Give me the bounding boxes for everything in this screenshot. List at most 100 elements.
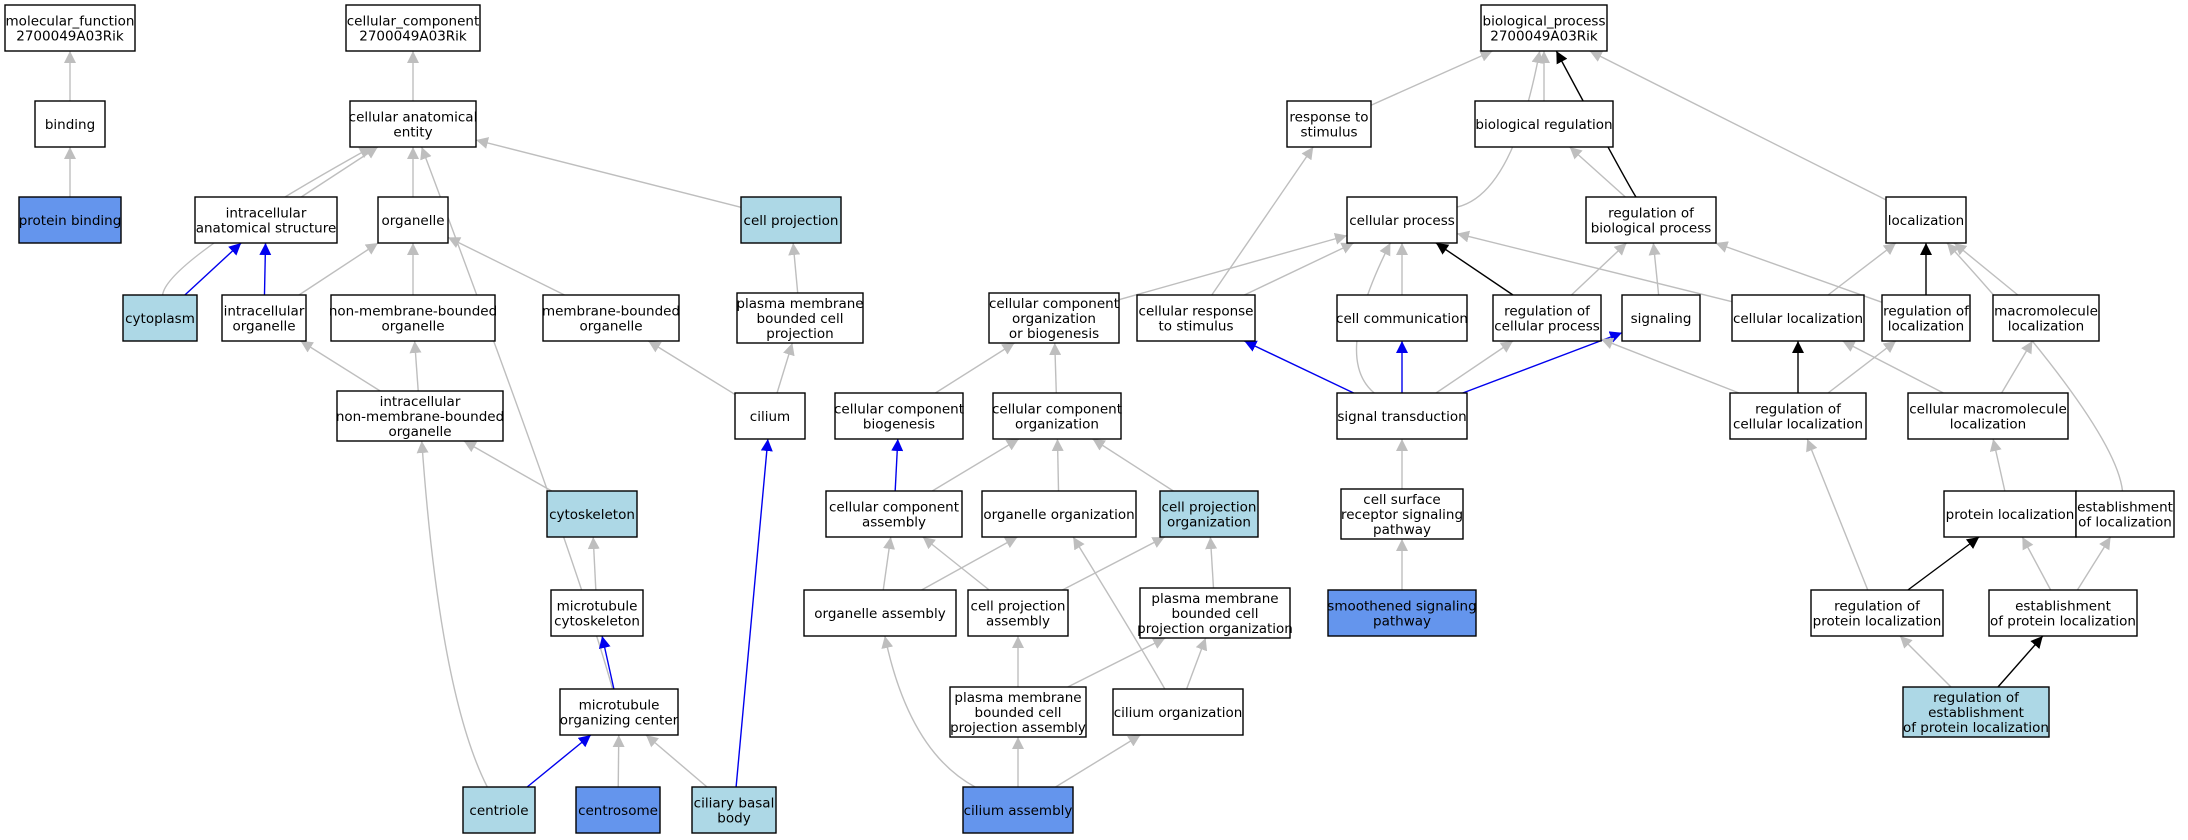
node-label: signaling <box>1631 311 1692 327</box>
edge-cporg-to-ccorg <box>1092 438 1174 492</box>
go-term-node-sigtrans[interactable]: signal transduction <box>1336 392 1468 440</box>
edge-orgasm-to-ccasm <box>882 536 896 591</box>
node-label: centriole <box>469 803 528 819</box>
go-term-node-ciliasm[interactable]: cilium assembly <box>962 786 1074 834</box>
go-term-node-cilium[interactable]: cilium <box>734 392 806 440</box>
node-label: response to <box>1289 110 1368 126</box>
node-box <box>550 589 644 637</box>
node-box <box>1336 294 1468 342</box>
node-label: localization <box>2008 319 2084 335</box>
go-term-node-centriole[interactable]: centriole <box>462 786 536 834</box>
edge-ccbio-to-ccob <box>935 342 1015 394</box>
node-label: organization <box>1012 311 1096 327</box>
edge-inmbo-to-nmbo <box>409 340 422 392</box>
edge-regcp-to-cellproc <box>1435 242 1514 296</box>
node-label: regulation of <box>1755 402 1842 418</box>
go-term-node-binding[interactable]: binding <box>34 100 106 148</box>
node-box <box>18 196 122 244</box>
go-term-node-protbind[interactable]: protein binding <box>18 196 122 244</box>
node-label: regulation of <box>1504 304 1591 320</box>
edge-sigtrans-to-crs <box>1244 340 1354 394</box>
edge-estpl-to-protloc <box>2021 536 2052 591</box>
go-term-node-inmbo[interactable]: intracellularnon-membrane-boundedorganel… <box>336 390 504 442</box>
node-label: bounded cell <box>975 705 1062 721</box>
go-term-node-cellproc[interactable]: cellular process <box>1346 196 1458 244</box>
node-label: organelle <box>381 213 444 229</box>
go-term-node-orgasm[interactable]: organelle assembly <box>803 589 957 637</box>
node-box <box>1159 490 1259 538</box>
node-label: to stimulus <box>1159 319 1234 335</box>
node-label: intracellular <box>226 206 307 222</box>
go-term-node-centrosome[interactable]: centrosome <box>575 786 661 834</box>
go-term-node-organelle[interactable]: organelle <box>377 196 449 244</box>
node-label: 2700049A03Rik <box>16 29 124 45</box>
node-box <box>981 490 1137 538</box>
edge-ias-to-cae <box>300 146 379 198</box>
go-term-node-cilorg[interactable]: cilium organization <box>1112 688 1244 736</box>
edge-cilorg-to-orgorg <box>1072 536 1166 690</box>
go-term-node-signaling[interactable]: signaling <box>1621 294 1701 342</box>
go-term-node-cellproj[interactable]: cell projection <box>740 196 842 244</box>
edge-cellproj-to-cae <box>475 137 742 208</box>
edge-cilium-to-pmbcp <box>776 342 795 394</box>
node-box <box>1943 490 2077 538</box>
node-label: cell communication <box>1336 311 1468 327</box>
node-label: non-membrane-bounded <box>336 409 504 425</box>
node-box <box>1346 196 1458 244</box>
node-box <box>1729 392 1867 440</box>
go-term-node-cytoplasm[interactable]: cytoplasm <box>122 294 198 342</box>
go-term-node-cellcomm[interactable]: cell communication <box>1336 294 1468 342</box>
go-term-node-local[interactable]: localization <box>1885 196 1967 244</box>
node-label: or biogenesis <box>1009 326 1099 342</box>
node-label: cilium <box>750 409 790 425</box>
node-label: organelle <box>232 319 295 335</box>
edge-mtoc-to-mtcyto <box>598 635 615 690</box>
go-term-node-orgorg[interactable]: organelle organization <box>981 490 1137 538</box>
go-term-node-protloc[interactable]: protein localization <box>1943 490 2077 538</box>
edge-cellproc-to-bp <box>1456 50 1544 208</box>
edge-protloc-to-cmacloc <box>1989 438 2006 492</box>
edge-regpl-to-protloc <box>1907 536 1980 591</box>
node-label: biogenesis <box>863 417 935 433</box>
go-term-node-cellloc[interactable]: cellular localization <box>1731 294 1865 342</box>
go-term-node-cytoskel[interactable]: cytoskeleton <box>546 490 638 538</box>
node-label: cellular localization <box>1733 417 1863 433</box>
go-term-node-bioreg[interactable]: biological regulation <box>1474 100 1614 148</box>
node-label: projection assembly <box>950 720 1086 736</box>
node-label: establishment <box>2015 599 2111 615</box>
